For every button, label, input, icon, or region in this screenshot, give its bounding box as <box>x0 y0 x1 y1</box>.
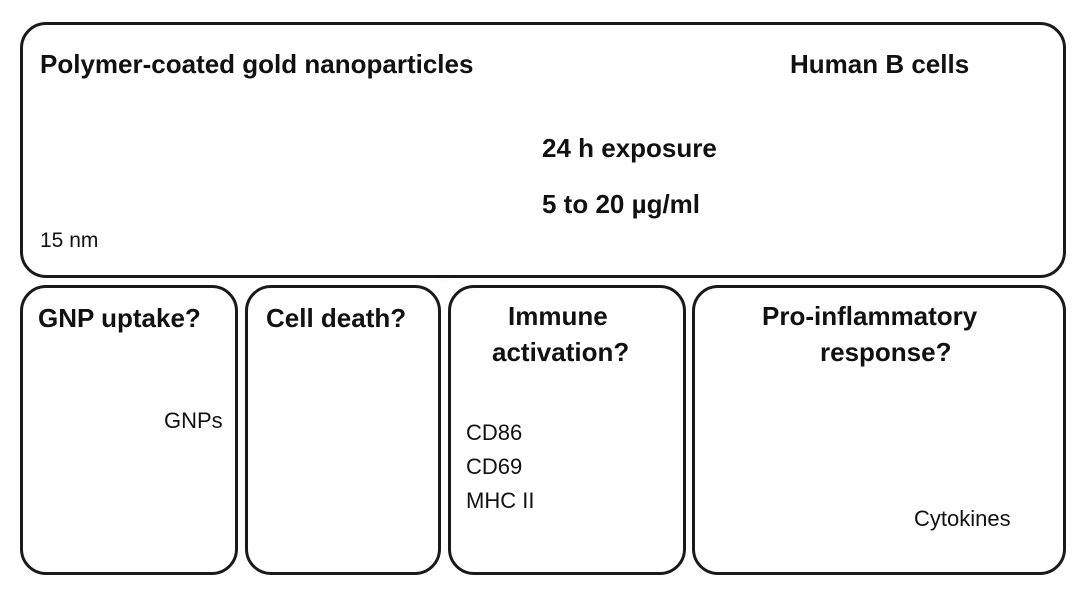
cytokines-label: Cytokines <box>914 506 1011 531</box>
inflammation-title-line2: response? <box>820 337 952 367</box>
gnps-label: GNPs <box>164 408 223 433</box>
marker-cd69: CD69 <box>466 454 523 479</box>
activation-title-line1: Immune <box>508 301 608 331</box>
concentration-label: 5 to 20 µg/ml <box>542 189 701 219</box>
panel-cell-death <box>245 285 441 575</box>
nanoparticles-title: Polymer-coated gold nanoparticles <box>40 49 474 79</box>
inflammation-title-line1: Pro-inflammatory <box>762 301 978 331</box>
cell-death-title: Cell death? <box>266 303 407 333</box>
marker-cd86: CD86 <box>466 420 523 445</box>
marker-mhc-ii: MHC II <box>466 488 535 513</box>
panel-inflammation <box>692 285 1066 575</box>
panel-uptake <box>20 285 238 575</box>
scale-bar-label: 15 nm <box>40 229 99 252</box>
top-panel <box>20 22 1066 278</box>
b-cells-title: Human B cells <box>790 49 970 79</box>
exposure-time-label: 24 h exposure <box>542 133 717 163</box>
activation-title-line2: activation? <box>492 337 630 367</box>
uptake-title: GNP uptake? <box>38 303 201 333</box>
panel-activation <box>448 285 686 575</box>
